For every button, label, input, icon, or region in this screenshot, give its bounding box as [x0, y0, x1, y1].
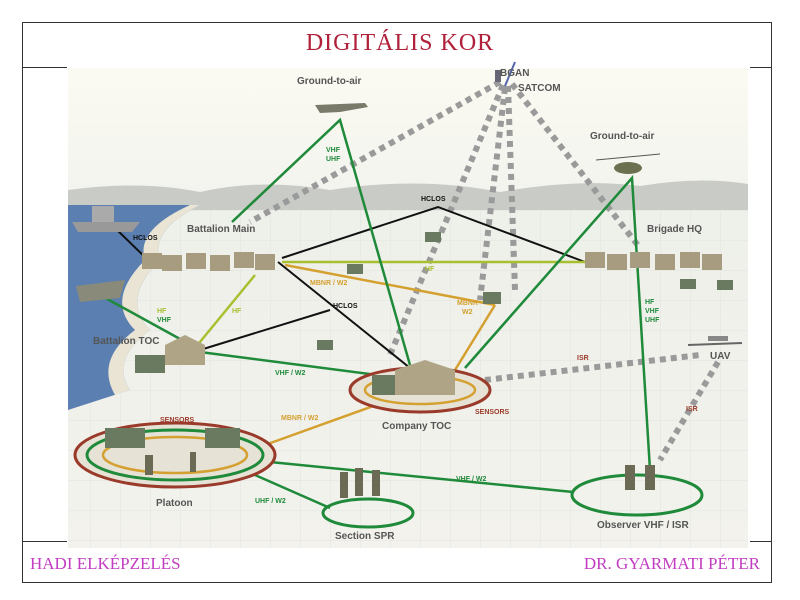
mbnr-links	[264, 263, 497, 447]
link-label: VHF	[645, 308, 660, 315]
link-label: VHF / W2	[456, 476, 486, 483]
hf-links	[194, 260, 585, 349]
link-label: MBNR	[457, 300, 478, 307]
jet-icon	[315, 103, 368, 113]
company-toc-label: Company TOC	[382, 421, 451, 432]
sensors-label: SENSORS	[160, 417, 195, 424]
beach	[108, 205, 200, 395]
link-label: W2	[462, 309, 473, 316]
link-label: HF	[645, 299, 655, 306]
link-label: MBNR / W2	[281, 415, 318, 422]
soldier-icons	[145, 452, 655, 498]
uav-icon	[687, 336, 743, 346]
battalion-toc-label: Battalion TOC	[93, 336, 159, 347]
footer-left: HADI ELKÉPZELÉS	[30, 554, 181, 573]
air-label: Ground-to-air	[297, 76, 362, 87]
link-label: ISR	[686, 406, 698, 413]
landing-craft-icon	[76, 280, 125, 302]
link-label: VHF	[157, 317, 172, 324]
battalion-main-label: Battalion Main	[187, 224, 255, 235]
platoon-label: Platoon	[156, 498, 193, 509]
satcom-label: SATCOM	[518, 83, 561, 94]
uav-label: UAV	[710, 351, 731, 362]
divider	[22, 541, 67, 542]
link-label: HF	[157, 308, 167, 315]
helicopter-icon	[595, 153, 661, 174]
link-label: MBNR / W2	[310, 280, 347, 287]
link-label: HCLOS	[421, 196, 446, 203]
link-label: ISR	[577, 355, 589, 362]
satcom-links	[248, 79, 721, 462]
ship-icon	[72, 206, 140, 232]
section-label: Section SPR	[335, 531, 395, 542]
link-label: HCLOS	[333, 303, 358, 310]
link-label: HF	[232, 308, 242, 315]
slide-frame	[22, 22, 772, 583]
air-label: Ground-to-air	[590, 131, 655, 142]
link-label: HF	[425, 266, 435, 273]
divider	[750, 541, 772, 542]
command-tents	[165, 335, 455, 395]
divider	[750, 67, 772, 68]
slide-title: DIGITÁLIS KOR	[305, 30, 495, 56]
link-label: VHF	[326, 147, 341, 154]
observer-label: Observer VHF / ISR	[597, 520, 689, 531]
link-label: HCLOS	[133, 235, 158, 242]
sensors-label: SENSORS	[475, 409, 510, 416]
satellite-icon	[495, 61, 516, 87]
footer-right: DR. GYARMATI PÉTER	[583, 554, 760, 573]
battalion-main-tents	[142, 252, 275, 271]
mountains	[68, 180, 748, 212]
brigade-hq-tents	[585, 252, 722, 270]
link-label: UHF	[326, 156, 341, 163]
link-label: VHF / W2	[275, 370, 305, 377]
link-label: UHF / W2	[255, 498, 286, 505]
satcom-label: BGAN	[500, 68, 529, 79]
brigade-hq-label: Brigade HQ	[647, 224, 702, 235]
divider	[22, 67, 67, 68]
link-label: UHF	[645, 317, 660, 324]
